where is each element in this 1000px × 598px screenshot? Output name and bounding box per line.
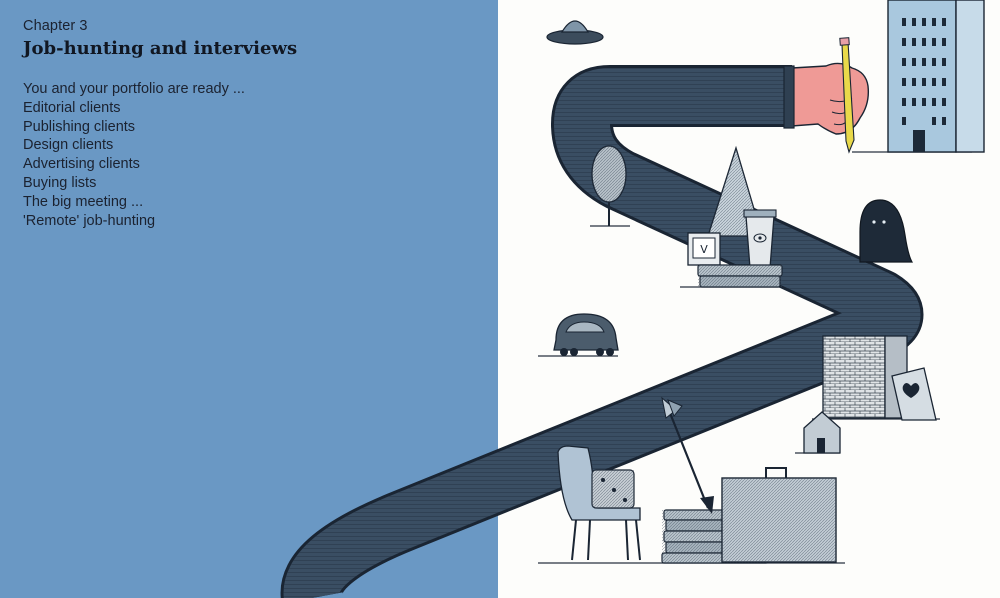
contents-item: The big meeting ... [23,193,144,210]
contents-item: Buying lists [23,174,97,191]
house-icon [803,411,841,454]
contents-item: Advertising clients [23,156,140,173]
contents-item: Design clients [23,137,114,154]
arrow-icon [661,396,714,514]
chair-icon [557,445,641,561]
heart-card-icon [891,367,937,421]
chapter-title: Job-hunting and interviews [23,38,298,59]
tree-icon [591,145,627,226]
contents-item: You and your portfolio are ready ... [23,81,245,97]
clock-face-text: V [700,243,708,256]
pencil-icon [839,37,855,154]
contents-item: 'Remote' job-hunting [23,212,156,229]
contents-item: Editorial clients [23,99,121,116]
contents-item: Publishing clients [23,118,136,135]
hand-icon [783,62,870,135]
chapter-label: Chapter 3 [23,18,88,34]
ufo-icon [546,20,604,45]
chapter-contents-list: You and your portfolio are ready ... Edi… [23,80,245,230]
books-icon [697,264,783,288]
coffee-cup-icon [743,209,777,269]
ghost-icon [859,199,914,263]
building-icon [887,0,985,153]
car-icon [553,313,619,356]
briefcase-icon [721,467,837,563]
winding-road [280,65,923,598]
clock-icon: V [687,232,721,266]
